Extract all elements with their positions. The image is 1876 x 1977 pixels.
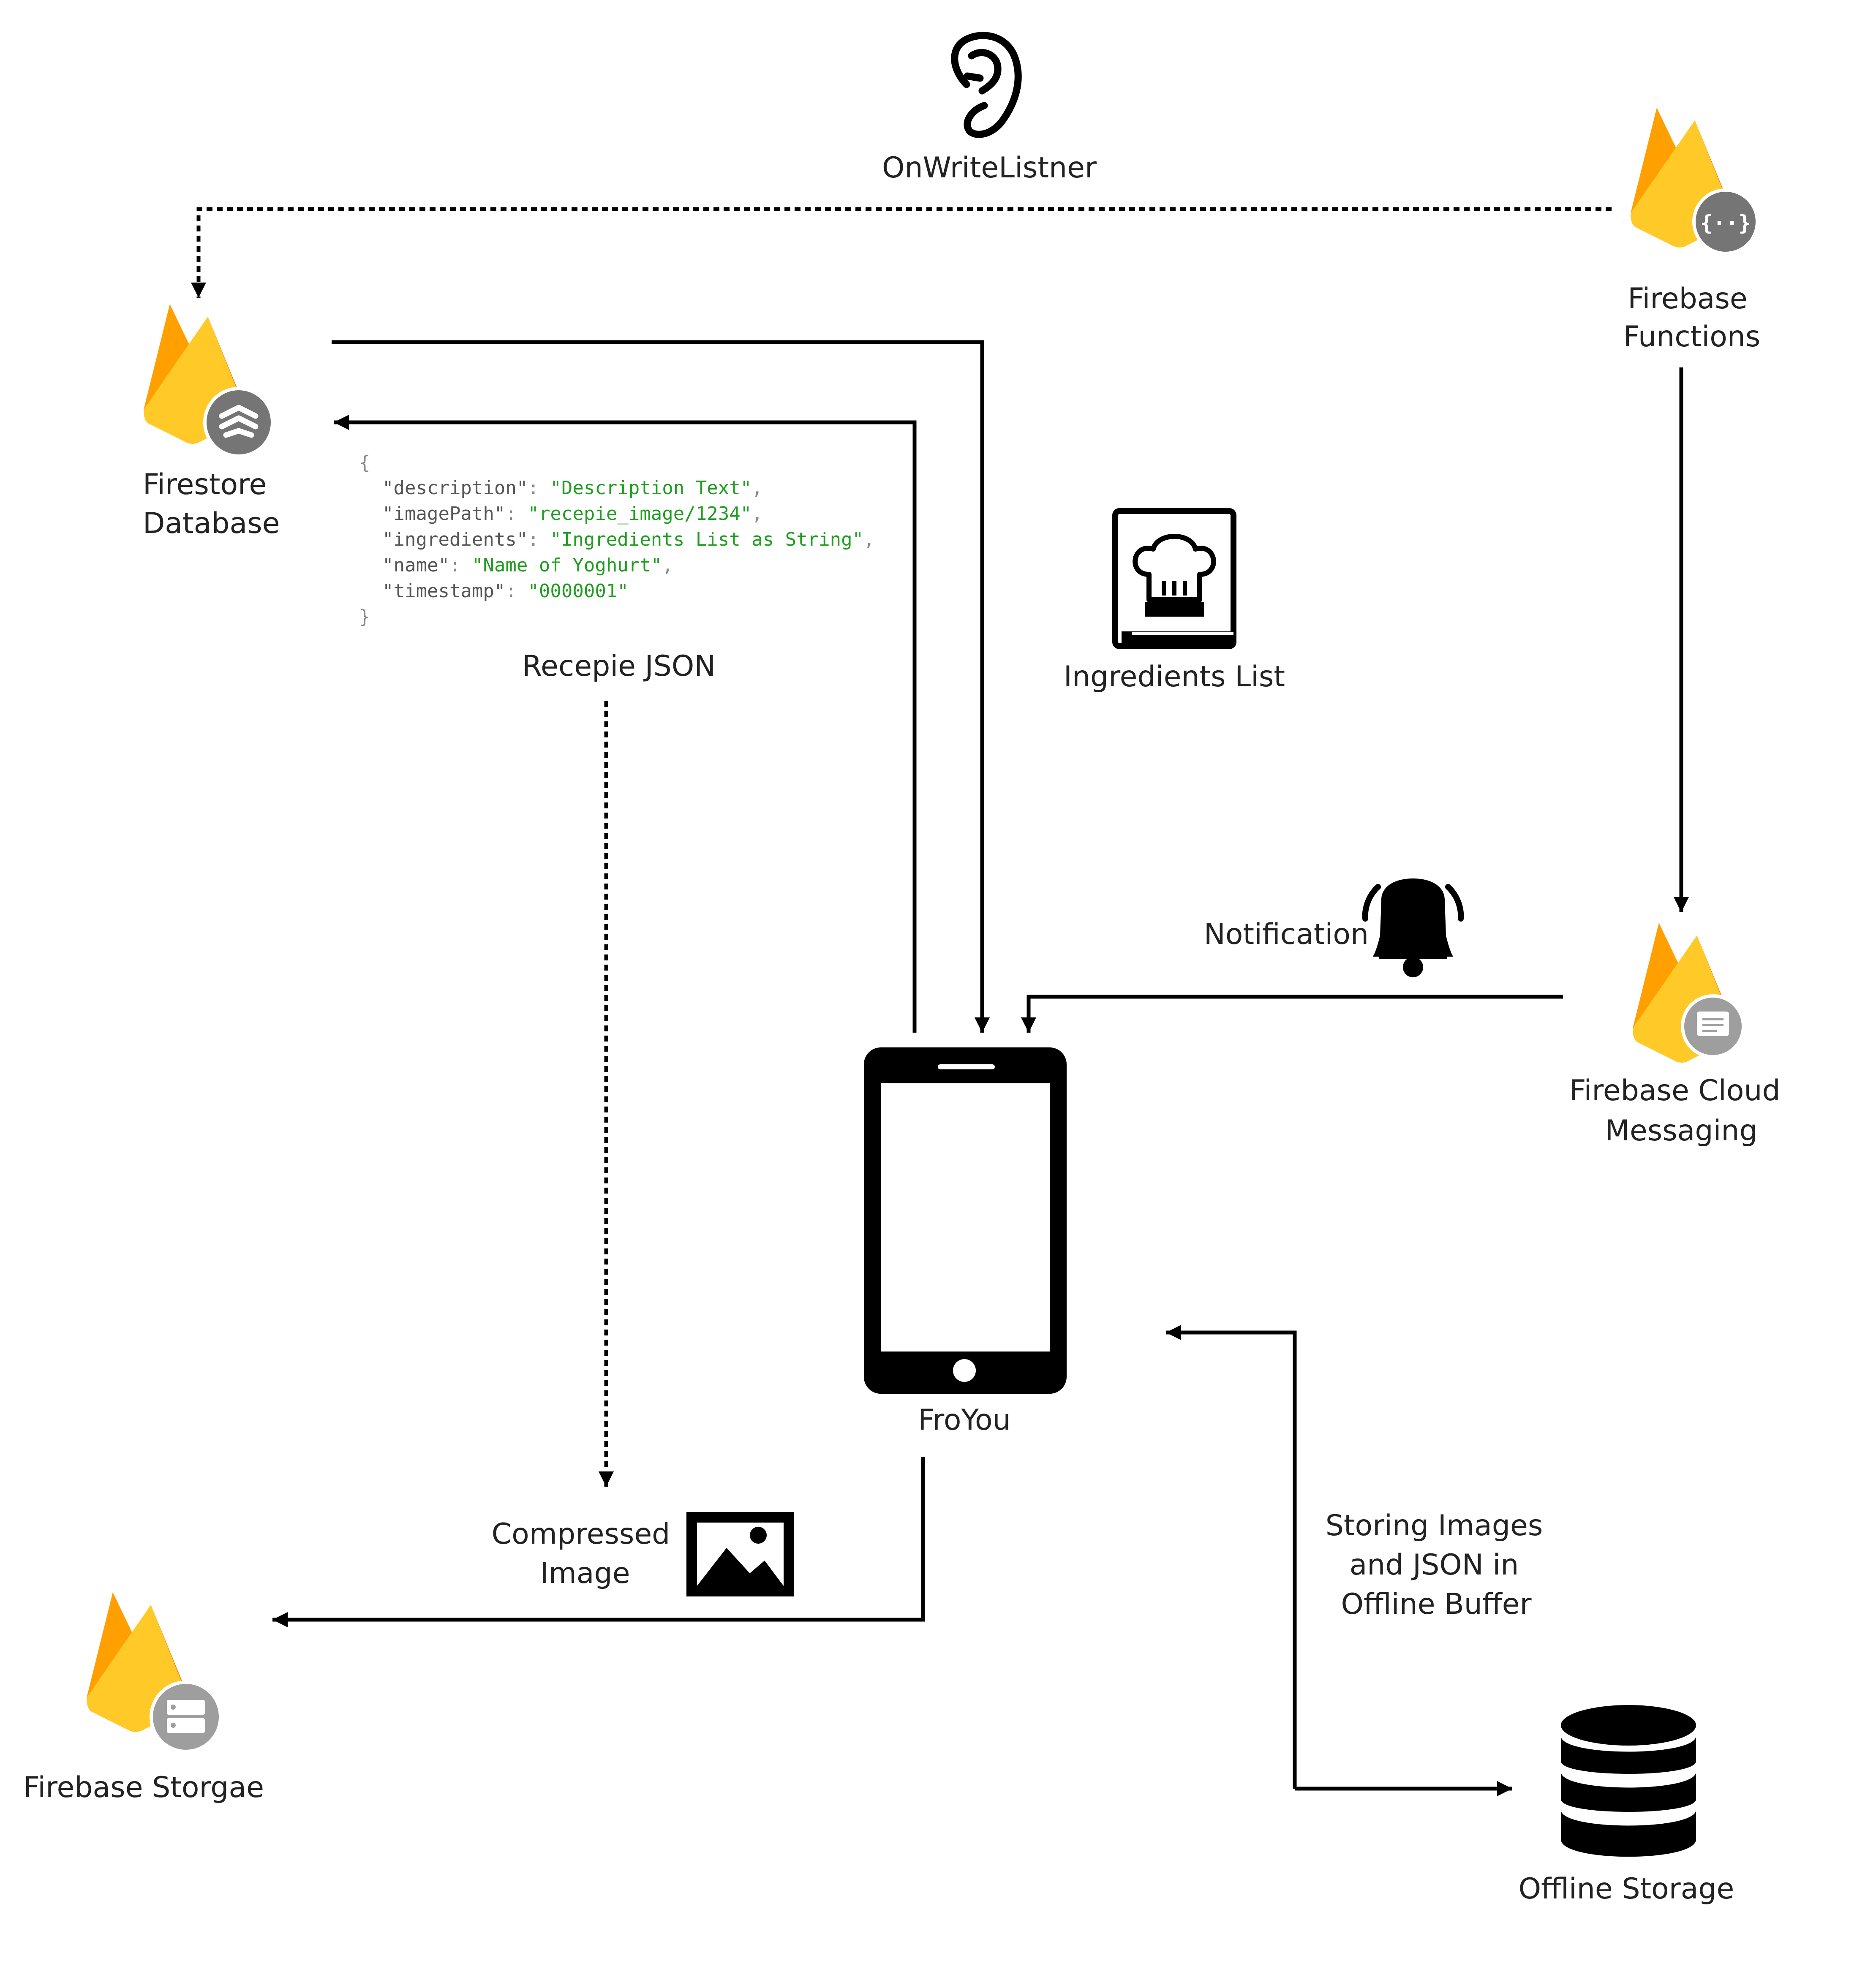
firebase-storage-label: Firebase Storgae: [23, 1771, 264, 1804]
json-key: "imagePath": [382, 503, 505, 525]
compressed-image-node: Compressed Image: [492, 1512, 794, 1596]
froyou-node: FroYou: [864, 1047, 1067, 1437]
fcm-label-2: Messaging: [1605, 1114, 1757, 1148]
fcm-to-phone-arrow: [1021, 995, 1563, 1033]
ingredients-list-node: Ingredients List: [1064, 508, 1285, 693]
json-key: "ingredients": [382, 529, 528, 550]
json-value: "recepie_image/1234": [528, 503, 751, 525]
phone-to-firestore-arrow: [334, 415, 917, 1033]
json-value: "Description Text": [550, 477, 751, 499]
json-key: "timestamp": [382, 580, 505, 602]
firestore-label-1: Firestore: [143, 468, 267, 501]
json-row: "timestamp": "0000001": [382, 580, 629, 602]
ear-icon: [951, 32, 1022, 138]
compressed-label-1: Compressed: [492, 1517, 670, 1551]
compressed-label-2: Image: [540, 1557, 630, 1590]
firebase-cloud-messaging-icon: [1633, 923, 1745, 1063]
recipe-json-label: Recepie JSON: [522, 650, 716, 683]
firebase-storage-node: Firebase Storgae: [23, 1592, 264, 1804]
json-row: "name": "Name of Yoghurt",: [382, 555, 673, 576]
storing-label-2: and JSON in: [1350, 1548, 1519, 1582]
connectors: [191, 207, 1689, 1796]
storing-label-3: Offline Buffer: [1341, 1588, 1531, 1621]
fcm-label-1: Firebase Cloud: [1569, 1074, 1780, 1107]
json-value: "Ingredients List as String": [550, 529, 863, 550]
json-key: "name": [382, 555, 449, 576]
json-value: "Name of Yoghurt": [472, 555, 662, 576]
listener-arrow: [191, 207, 1612, 298]
storing-note: Storing Images and JSON in Offline Buffe…: [1326, 1509, 1543, 1621]
firebase-functions-icon: {··}: [1631, 108, 1759, 255]
notification-label: Notification: [1204, 918, 1369, 951]
offline-storage-label: Offline Storage: [1519, 1872, 1734, 1906]
image-icon: [686, 1512, 794, 1596]
phone-to-storage-arrow: [272, 1457, 925, 1627]
froyou-label: FroYou: [918, 1403, 1010, 1437]
firebase-functions-label-2: Functions: [1623, 320, 1761, 354]
notification-node: Notification: [1204, 878, 1464, 977]
json-row: "imagePath": "recepie_image/1234",: [382, 503, 763, 525]
firestore-to-phone-arrow: [332, 340, 990, 1033]
json-open-brace: {: [359, 452, 370, 473]
chef-hat-book-icon: [1112, 508, 1236, 649]
firebase-storage-icon: [87, 1592, 222, 1753]
fcm-node: Firebase Cloud Messaging: [1569, 923, 1781, 1148]
json-close-brace: }: [359, 606, 370, 628]
offline-to-phone-arrow: [1166, 1325, 1297, 1789]
json-key: "description": [382, 477, 528, 499]
firestore-node: Firestore Database: [143, 304, 280, 540]
firestore-icon: [144, 304, 274, 458]
ingredients-list-label: Ingredients List: [1064, 660, 1285, 693]
bell-icon: [1362, 878, 1464, 977]
firebase-functions-label-1: Firebase: [1628, 282, 1747, 315]
onwrite-listener-label: OnWriteListner: [882, 151, 1097, 185]
onwrite-listener-node: OnWriteListner: [882, 32, 1097, 185]
smartphone-icon: [864, 1047, 1067, 1394]
json-row: "ingredients": "Ingredients List as Stri…: [382, 529, 875, 550]
json-value: "0000001": [528, 580, 628, 602]
storing-label-1: Storing Images: [1326, 1509, 1543, 1542]
database-icon: [1561, 1705, 1696, 1857]
firebase-functions-node: {··} Firebase Functions: [1623, 108, 1761, 354]
svg-text:{··}: {··}: [1700, 211, 1751, 235]
recipe-json-snippet: { "description": "Description Text", "ima…: [359, 452, 875, 683]
firestore-label-2: Database: [143, 507, 280, 540]
offline-storage-node: Offline Storage: [1519, 1705, 1734, 1906]
json-row: "description": "Description Text",: [382, 477, 763, 499]
